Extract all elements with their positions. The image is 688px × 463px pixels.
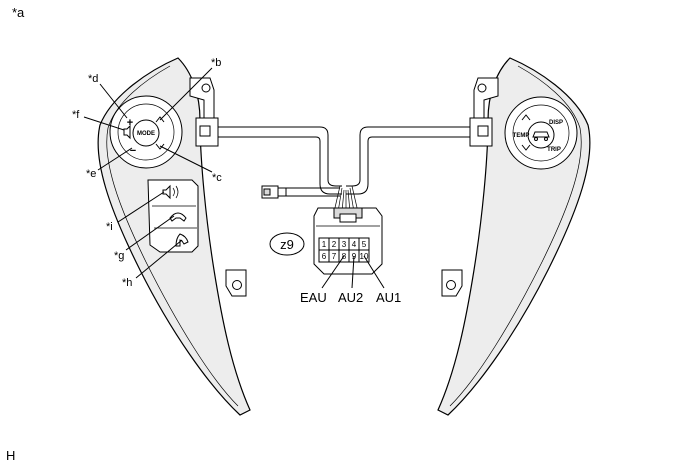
pin-4: 4 [352,240,357,249]
callout-g: *g [114,250,124,262]
callout-h: *h [122,277,132,289]
wire-harness [218,126,470,213]
speaker-icon [123,124,131,140]
car-icon [532,131,550,141]
voice-icon[interactable] [162,184,179,200]
terminal-au2: AU2 [338,290,363,305]
leader-b [159,67,213,121]
pin-1: 1 [322,240,327,249]
up-chevron-icon [521,114,531,121]
pin-5: 5 [362,240,367,249]
pin-3: 3 [342,240,347,249]
volume-minus-label: − [130,145,136,157]
disp-label: DISP [549,120,563,126]
volume-plus-label: + [127,117,133,129]
down-chevron-icon [521,144,531,151]
callout-d: *d [88,73,98,85]
seek-down-chevron-icon [155,143,165,150]
connector-id: z9 [280,237,294,252]
leader-c [159,145,213,173]
callout-b: *b [211,57,221,69]
leader-au2 [351,255,355,289]
mode-button[interactable] [132,119,160,147]
leader-h [135,239,183,279]
connector-z9: 1 2 3 4 5 6 7 8 9 10 [313,207,383,275]
callout-f: *f [72,109,80,121]
trip-label: TRIP [547,147,561,153]
terminal-eau: EAU [300,290,327,305]
left-steering-pad: MODE + − [97,57,251,416]
right-steering-pad: TEMP DISP TRIP [437,57,591,416]
pin-row-top: 1 2 3 4 5 [318,237,370,251]
leader-e [97,147,133,171]
leader-eau [321,255,345,289]
phone-pickup-icon[interactable] [169,212,187,222]
callout-c: *c [212,172,222,184]
mode-button-label: MODE [137,131,155,137]
terminal-au1: AU1 [376,290,401,305]
connector-id-badge [269,232,305,256]
corner-label: *a [12,5,25,20]
left-lower-button-panel [147,179,199,253]
pin-2: 2 [332,240,337,249]
temp-label: TEMP [513,133,530,139]
leader-d [99,83,128,119]
leader-i [117,191,165,223]
leader-g [125,215,175,251]
seek-up-chevron-icon [155,116,165,123]
pin-7: 7 [332,252,337,261]
small-plug [261,185,287,199]
leader-au1 [363,255,385,289]
pin-8: 8 [342,252,347,261]
temp-center-button[interactable] [527,121,555,149]
callout-e: *e [86,168,96,180]
footer-code: H [6,448,15,463]
pin-6: 6 [322,252,327,261]
leader-f [83,116,125,131]
callout-i: *i [106,221,113,233]
